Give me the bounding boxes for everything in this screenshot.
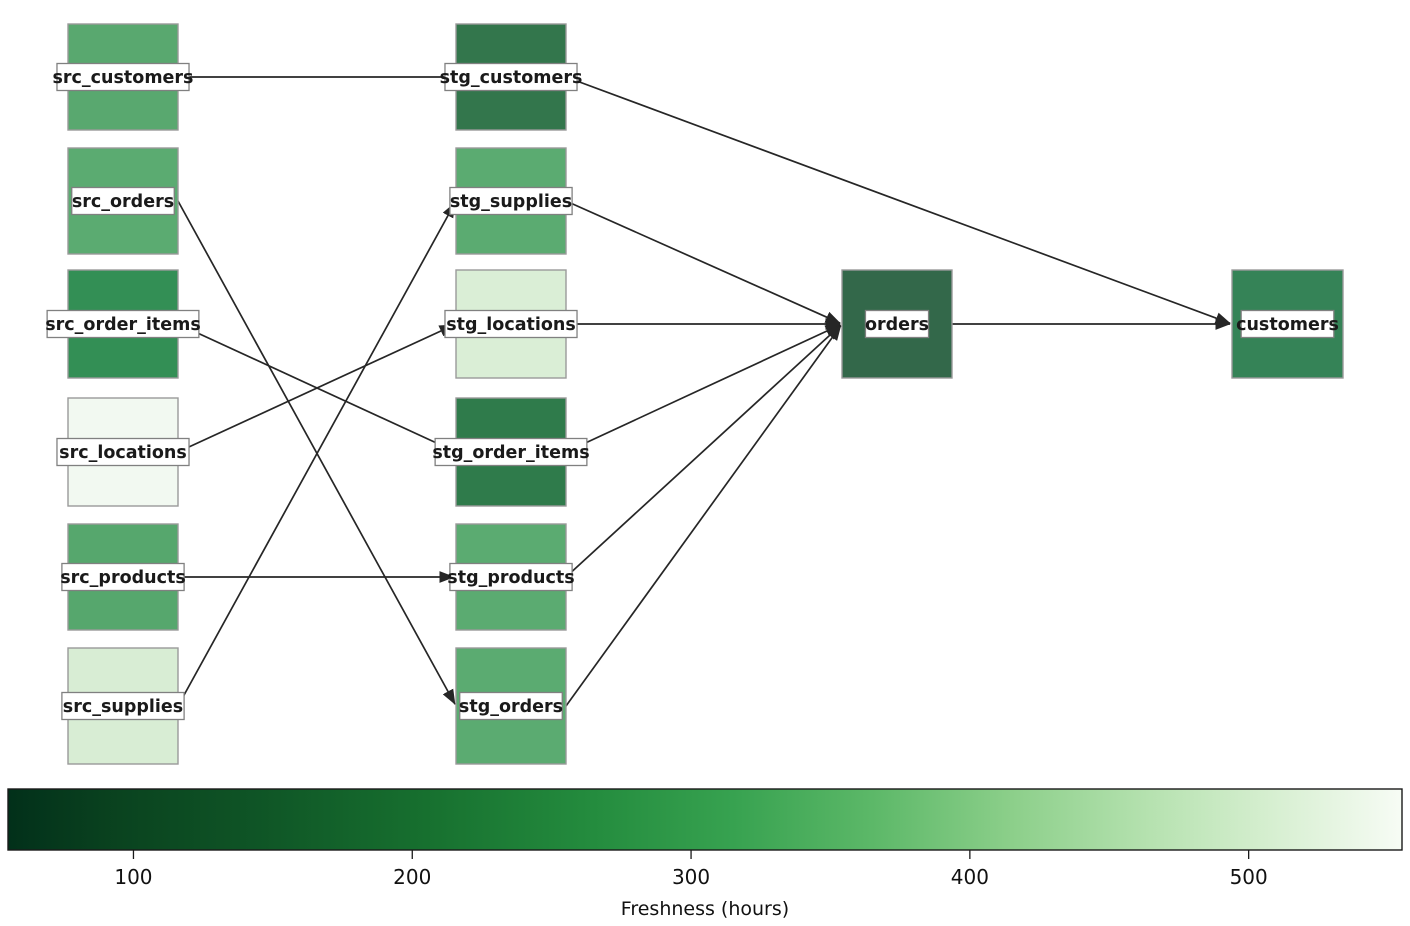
node-label-text-stg_customers: stg_customers	[440, 68, 583, 88]
colorbar-tick-label-200: 200	[393, 865, 431, 889]
node-label-text-customers: customers	[1236, 315, 1339, 335]
node-label-stg_supplies[interactable]: stg_supplies	[449, 186, 573, 216]
node-label-bg-stg_locations	[444, 309, 578, 339]
node-label-stg_locations[interactable]: stg_locations	[444, 309, 578, 339]
colorbar-frame	[7, 788, 1403, 851]
colorbar-tick-label-100: 100	[114, 865, 152, 889]
node-label-text-src_locations: src_locations	[59, 443, 187, 463]
node-label-bg-customers	[1240, 309, 1335, 339]
node-label-text-stg_supplies: stg_supplies	[450, 192, 572, 212]
colorbar: 100 200 300 400 500 Freshness (hours)	[7, 788, 1403, 920]
colorbar-gradient	[8, 789, 1402, 850]
edge-src_supplies-to-stg_supplies	[177, 202, 456, 707]
node-label-text-stg_locations: stg_locations	[446, 315, 576, 335]
node-label-text-src_products: src_products	[60, 568, 186, 588]
colorbar-tick-label-300: 300	[672, 865, 710, 889]
edge-stg_order_items-to-orders	[565, 324, 841, 453]
node-label-text-src_order_items: src_order_items	[45, 315, 200, 335]
node-label-orders[interactable]: orders	[864, 309, 930, 339]
node-label-src_supplies[interactable]: src_supplies	[61, 691, 185, 721]
node-label-text-stg_products: stg_products	[447, 568, 574, 588]
node-label-src_order_items[interactable]: src_order_items	[45, 309, 201, 339]
node-label-stg_orders[interactable]: stg_orders	[459, 691, 563, 721]
colorbar-tick-label-400: 400	[951, 865, 989, 889]
node-label-bg-src_products	[61, 562, 185, 592]
node-label-text-stg_order_items: stg_order_items	[432, 443, 589, 463]
node-label-src_customers[interactable]: src_customers	[53, 62, 194, 92]
node-label-src_products[interactable]: src_products	[60, 562, 186, 592]
node-label-bg-stg_customers	[444, 62, 578, 92]
node-label-text-src_customers: src_customers	[53, 68, 194, 88]
node-label-bg-src_customers	[56, 62, 190, 92]
edge-src_locations-to-stg_locations	[177, 324, 455, 453]
node-label-src_orders[interactable]: src_orders	[71, 186, 175, 216]
node-label-bg-stg_supplies	[449, 186, 573, 216]
nodes-layer	[67, 23, 1344, 765]
node-label-stg_customers[interactable]: stg_customers	[440, 62, 583, 92]
colorbar-tick-label-500: 500	[1230, 865, 1268, 889]
edges-layer	[177, 76, 1231, 707]
edge-stg_products-to-orders	[565, 324, 842, 578]
node-label-text-src_orders: src_orders	[72, 192, 174, 212]
edge-stg_customers-to-customers	[565, 76, 1231, 325]
node-label-text-stg_orders: stg_orders	[459, 697, 563, 717]
colorbar-axis-label: Freshness (hours)	[621, 898, 789, 920]
node-label-bg-src_supplies	[61, 691, 185, 721]
edge-stg_orders-to-orders	[565, 325, 842, 707]
node-label-stg_order_items[interactable]: stg_order_items	[432, 437, 590, 467]
node-label-bg-orders	[864, 309, 930, 339]
node-label-customers[interactable]: customers	[1236, 309, 1339, 339]
node-label-bg-src_order_items	[46, 309, 200, 339]
node-label-text-src_supplies: src_supplies	[63, 697, 183, 717]
node-label-bg-stg_orders	[459, 691, 563, 721]
edge-stg_supplies-to-orders	[565, 200, 841, 324]
node-label-bg-src_orders	[71, 186, 175, 216]
node-label-bg-stg_products	[449, 562, 573, 592]
node-label-stg_products[interactable]: stg_products	[447, 562, 575, 592]
node-label-bg-stg_order_items	[434, 437, 588, 467]
node-label-text-orders: orders	[865, 315, 929, 335]
colorbar-ticks: 100 200 300 400 500	[114, 850, 1268, 889]
node-label-src_locations[interactable]: src_locations	[56, 437, 190, 467]
node-label-bg-src_locations	[56, 437, 190, 467]
node-labels-layer: src_customers src_orders src_order_itemssr…	[45, 62, 1339, 721]
